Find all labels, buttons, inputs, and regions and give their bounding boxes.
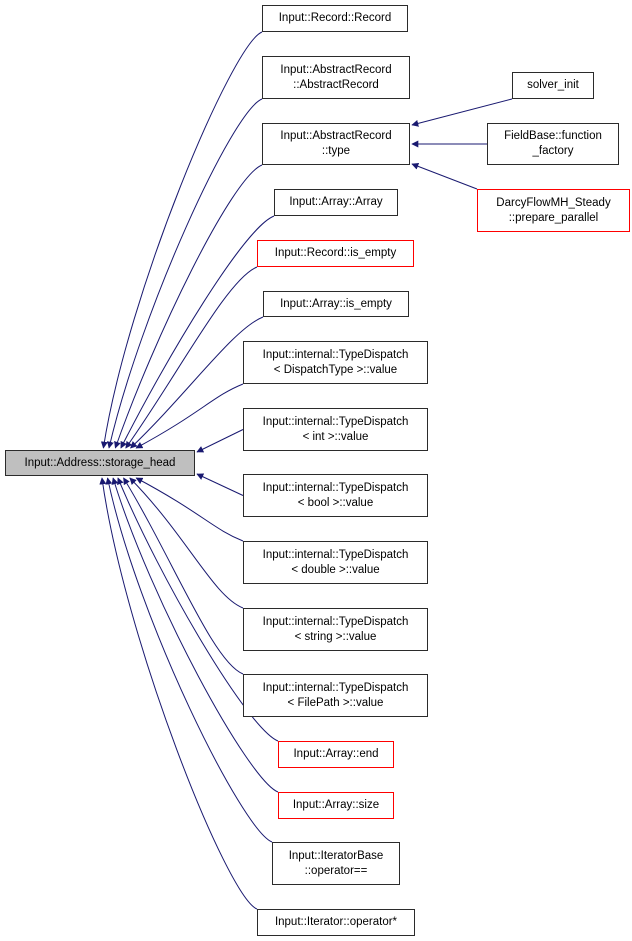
edge-darcyflow-prepare-parallel-to-abstractrecord-type [411,162,478,190]
edge-typedispatch-bool-to-storage-head [196,473,244,496]
node-abstractrecord-ctor[interactable]: Input::AbstractRecord::AbstractRecord [262,56,410,99]
node-array-size[interactable]: Input::Array::size [278,792,394,819]
node-label: < int >::value [302,430,369,443]
node-label: < DispatchType >::value [273,363,398,376]
node-array-array[interactable]: Input::Array::Array [274,189,398,216]
edge-record-record-to-storage-head [100,31,263,449]
node-label: Input::internal::TypeDispatch [262,415,409,428]
node-label: Input::Array::Array [289,196,383,208]
edge-array-is-empty-to-storage-head [130,316,264,449]
node-darcyflow-prepare-parallel[interactable]: DarcyFlowMH_Steady::prepare_parallel [477,189,630,232]
node-label: Input::Address::storage_head [24,456,176,469]
node-label: < string >::value [294,630,377,643]
node-typedispatch-string[interactable]: Input::internal::TypeDispatch< string >:… [243,608,428,651]
node-iteratorbase-operator-eq[interactable]: Input::IteratorBase::operator== [272,842,400,885]
node-label: DarcyFlowMH_Steady [496,196,611,209]
node-array-is-empty[interactable]: Input::Array::is_empty [263,291,409,317]
node-label: Input::Array::end [293,748,379,760]
node-record-record[interactable]: Input::Record::Record [262,5,408,32]
edge-array-size-to-storage-head [111,477,279,793]
node-label: Input::AbstractRecord [280,63,392,76]
node-iterator-operator-deref[interactable]: Input::Iterator::operator* [257,909,415,936]
node-typedispatch-dispatchtype[interactable]: Input::internal::TypeDispatch< DispatchT… [243,341,428,384]
node-label: Input::Array::size [292,799,380,811]
edge-record-is-empty-to-storage-head [125,266,258,449]
node-label: < FilePath >::value [287,696,384,709]
edge-iteratorbase-operator-eq-to-storage-head [105,477,273,843]
node-storage-head: Input::Address::storage_head [5,450,195,476]
node-label: Input::Record::Record [278,12,392,24]
node-label: ::AbstractRecord [293,78,379,91]
node-label: Input::internal::TypeDispatch [262,615,409,628]
node-label: Input::internal::TypeDispatch [262,548,409,561]
node-label: Input::IteratorBase [288,849,384,862]
node-label: Input::AbstractRecord [280,130,392,142]
node-solver-init[interactable]: solver_init [512,72,594,99]
node-label: Input::internal::TypeDispatch [262,481,409,494]
node-label: Input::internal::TypeDispatch [262,348,409,361]
edge-typedispatch-int-to-storage-head [196,429,244,453]
node-label: ::operator== [304,864,368,877]
edge-typedispatch-double-to-storage-head [135,477,244,542]
node-typedispatch-double[interactable]: Input::internal::TypeDispatch< double >:… [243,541,428,584]
node-label: < double >::value [291,563,380,576]
node-label: FieldBase::function [504,130,602,142]
edge-array-end-to-storage-head [117,477,279,742]
node-label: Input::Array::is_empty [280,297,392,310]
edge-typedispatch-string-to-storage-head [129,477,244,609]
node-label: Input::Record::is_empty [274,247,397,259]
edge-typedispatch-filepath-to-storage-head [123,477,244,675]
node-record-is-empty[interactable]: Input::Record::is_empty [257,240,414,267]
edge-typedispatch-dispatchtype-to-storage-head [135,383,244,449]
node-typedispatch-int[interactable]: Input::internal::TypeDispatch< int >::va… [243,408,428,451]
node-label: Input::internal::TypeDispatch [262,681,409,694]
edge-abstractrecord-type-to-storage-head [114,164,263,449]
edge-solver-init-to-abstractrecord-type [411,98,513,127]
edge-abstractrecord-ctor-to-storage-head [107,98,263,449]
node-label: Input::Iterator::operator* [274,916,398,928]
node-label: _factory [532,145,574,157]
node-label: ::prepare_parallel [508,211,599,224]
node-abstractrecord-type[interactable]: Input::AbstractRecord::type [262,123,410,165]
edge-iterator-operator-deref-to-storage-head [99,477,258,910]
edge-array-array-to-storage-head [120,215,275,449]
node-label: solver_init [527,79,579,91]
node-typedispatch-filepath[interactable]: Input::internal::TypeDispatch< FilePath … [243,674,428,717]
node-array-end[interactable]: Input::Array::end [278,741,394,768]
node-label: < bool >::value [297,496,374,509]
node-typedispatch-bool[interactable]: Input::internal::TypeDispatch< bool >::v… [243,474,428,517]
node-label: ::type [321,145,351,157]
node-fieldbase-function-factory[interactable]: FieldBase::function_factory [487,123,619,165]
